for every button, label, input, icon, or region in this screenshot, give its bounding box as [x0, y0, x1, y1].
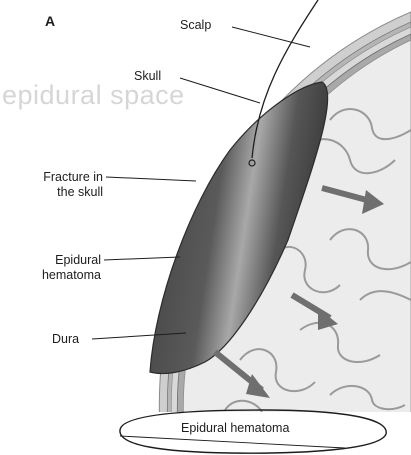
- caption: Epidural hematoma: [181, 421, 289, 436]
- skull-label: Skull: [134, 69, 161, 84]
- epidural-label-line2: hematoma: [3, 268, 101, 283]
- epidural-hematoma-label: Epidural hematoma: [3, 253, 101, 283]
- fracture-label-line2: the skull: [5, 185, 103, 200]
- fracture-label: Fracture in the skull: [5, 170, 103, 200]
- fracture-label-line1: Fracture in: [5, 170, 103, 185]
- panel-letter: A: [45, 14, 55, 29]
- epidural-label-line1: Epidural: [3, 253, 101, 268]
- faint-background-text: epidural space: [2, 80, 185, 111]
- scalp-label: Scalp: [180, 18, 211, 33]
- caption-underline: [120, 436, 345, 448]
- dura-label: Dura: [52, 332, 79, 347]
